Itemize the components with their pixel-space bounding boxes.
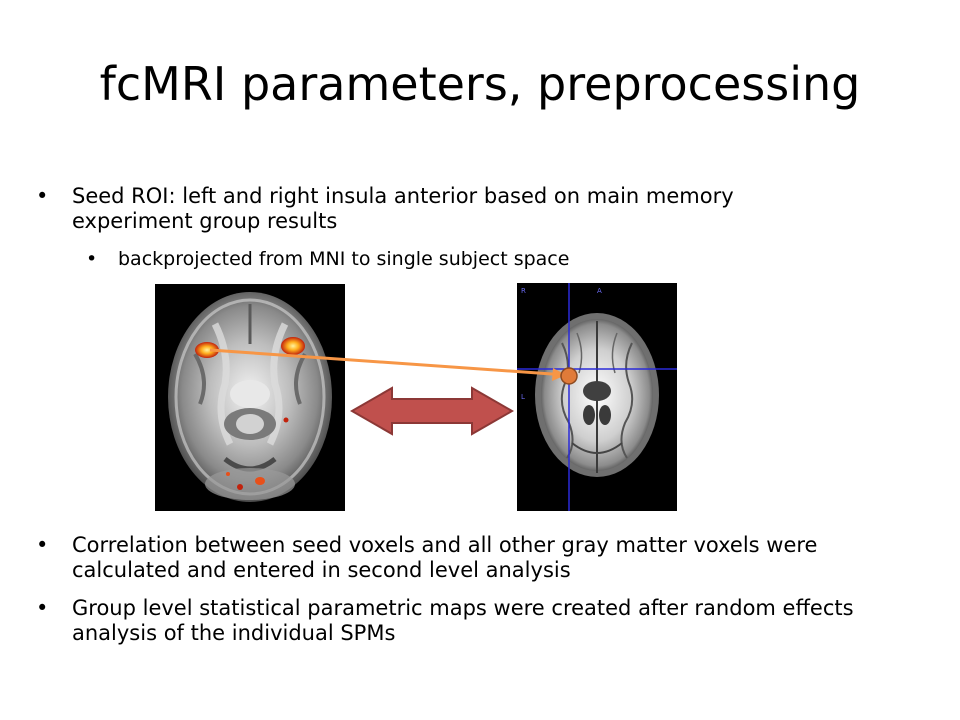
corner-label-a: A xyxy=(597,287,602,295)
bullet-text: Correlation between seed voxels and all … xyxy=(72,533,818,582)
bullet-glyph: • xyxy=(36,184,49,208)
bullet-seed-roi: • Seed ROI: left and right insula anteri… xyxy=(36,184,842,234)
bullet-glyph: • xyxy=(36,596,49,620)
slide-title: fcMRI parameters, preprocessing xyxy=(99,57,861,111)
sub-bullet-backprojected: • backprojected from MNI to single subje… xyxy=(86,247,818,272)
bullet-text: Group level statistical parametric maps … xyxy=(72,596,854,645)
bullet-correlation: • Correlation between seed voxels and al… xyxy=(36,533,862,583)
brain-axial-group-map-icon xyxy=(155,284,345,511)
bullet-text: Seed ROI: left and right insula anterior… xyxy=(72,184,734,233)
bullet-glyph: • xyxy=(36,533,49,557)
corner-label-r: R xyxy=(521,287,526,295)
bullet-glyph: • xyxy=(86,248,98,270)
double-arrow-icon xyxy=(349,386,515,436)
brain-axial-single-subject-icon: R A L xyxy=(517,283,677,511)
corner-label-l: L xyxy=(521,393,525,401)
bullet-text: backprojected from MNI to single subject… xyxy=(118,248,570,270)
bullet-group-level: • Group level statistical parametric map… xyxy=(36,596,862,646)
